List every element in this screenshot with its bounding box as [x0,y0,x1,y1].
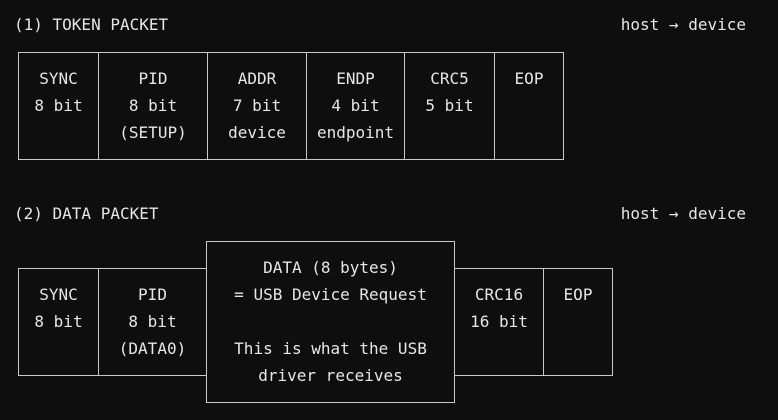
data-field-pid-bits: 8 bit [128,312,177,331]
token-field-pid-name: PID [138,69,168,88]
token-field-eop-name: EOP [514,69,544,88]
token-field-pid-note: (SETUP) [119,123,187,142]
data-field-sync-bits: 8 bit [34,312,83,331]
data-payload-title: DATA (8 bytes) [263,258,398,277]
data-field-sync: SYNC 8 bit [18,268,99,376]
token-field-sync-name: SYNC [39,69,78,88]
token-field-pid: PID 8 bit (SETUP) [98,52,208,160]
token-field-eop: EOP [494,52,564,160]
token-field-addr: ADDR 7 bit device [207,52,307,160]
data-payload-note-2: driver receives [258,366,403,385]
token-field-crc5: CRC5 5 bit [404,52,495,160]
token-field-crc5-name: CRC5 [430,69,469,88]
data-field-pid-note: (DATA0) [118,339,187,358]
data-field-eop: EOP [543,268,613,376]
data-field-pid-name: PID [138,285,167,304]
token-field-endp-name: ENDP [336,69,375,88]
token-field-addr-note: device [228,123,286,142]
data-field-eop-name: EOP [563,285,593,304]
data-field-crc16-name: CRC16 [474,285,524,304]
data-direction-label: host → device [620,204,746,223]
token-direction-label: host → device [620,15,746,34]
token-field-endp-bits: 4 bit [331,96,380,115]
token-field-addr-bits: 7 bit [232,96,282,115]
data-field-crc16: CRC16 16 bit [454,268,544,376]
token-field-addr-name: ADDR [237,69,277,88]
data-payload-note-1: This is what the USB [234,339,427,358]
data-payload-box: DATA (8 bytes) = USB Device Request This… [206,241,455,403]
token-field-endp-note: endpoint [316,123,395,142]
data-packet-title: (2) DATA PACKET [14,204,159,223]
token-field-sync-bits: 8 bit [34,96,83,115]
data-field-sync-name: SYNC [39,285,78,304]
token-field-crc5-bits: 5 bit [425,96,474,115]
data-field-pid: PID 8 bit (DATA0) [98,268,207,376]
token-field-sync: SYNC 8 bit [18,52,99,160]
data-payload-meaning: = USB Device Request [234,285,427,304]
token-packet-title: (1) TOKEN PACKET [14,15,169,34]
token-field-endp: ENDP 4 bit endpoint [306,52,405,160]
data-field-crc16-bits: 16 bit [470,312,528,331]
token-field-pid-bits: 8 bit [128,96,178,115]
